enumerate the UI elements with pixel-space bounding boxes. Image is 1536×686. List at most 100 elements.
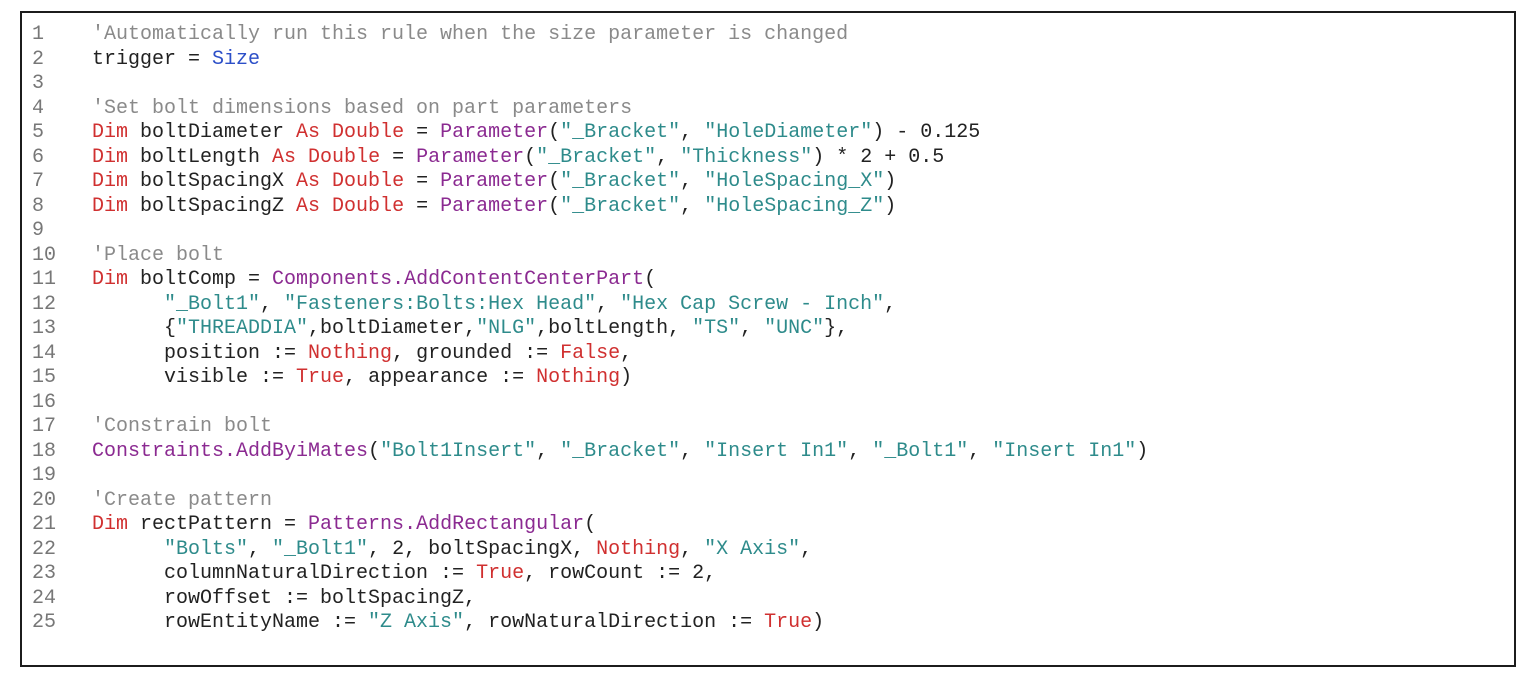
code-token-plain: , xyxy=(596,292,621,316)
code-token-method: Patterns.AddRectangular xyxy=(308,513,585,536)
line-number: 5 xyxy=(32,121,45,144)
line-code: Dim boltComp = Components.AddContentCent… xyxy=(92,268,656,293)
line-code: rowEntityName := "Z Axis", rowNaturalDir… xyxy=(92,611,824,636)
code-token-plain: , rowCount := 2, xyxy=(524,562,717,585)
code-token-plain: position := xyxy=(92,341,309,365)
line-code: "_Bolt1", "Fasteners:Bolts:Hex Head", "H… xyxy=(92,293,896,318)
code-token-plain: , xyxy=(680,439,705,463)
code-token-plain: , appearance := xyxy=(344,366,537,389)
line-number: 11 xyxy=(32,268,57,291)
code-line: 22 "Bolts", "_Bolt1", 2, boltSpacingX, N… xyxy=(22,538,1514,563)
code-token-plain: ( xyxy=(584,513,597,536)
code-token-plain: , xyxy=(800,537,813,561)
code-token-string: "_Bracket" xyxy=(560,194,681,218)
code-token-plain: = xyxy=(404,170,441,193)
code-line: 9 xyxy=(22,219,1514,244)
code-token-keyword: Dim xyxy=(92,513,129,536)
code-token-string: "HoleDiameter" xyxy=(704,121,873,144)
code-token-plain: , xyxy=(680,121,705,144)
code-token-keyword: As Double xyxy=(272,145,381,169)
code-token-string: "X Axis" xyxy=(704,537,801,561)
code-token-plain: ,boltLength, xyxy=(536,317,693,340)
code-token-plain: visible := xyxy=(92,366,297,389)
code-token-keyword: Dim xyxy=(92,145,129,169)
line-number: 18 xyxy=(32,439,57,463)
code-token-plain: ) * 2 + 0.5 xyxy=(812,145,945,169)
code-line: 25 rowEntityName := "Z Axis", rowNatural… xyxy=(22,611,1514,636)
code-token-plain: , xyxy=(884,292,897,316)
code-token-plain: = xyxy=(404,121,441,144)
code-token-plain: , xyxy=(680,537,705,561)
code-token-comment: 'Create pattern xyxy=(92,488,273,512)
code-token-string: "Fasteners:Bolts:Hex Head" xyxy=(284,292,597,316)
code-token-plain: , xyxy=(740,317,765,340)
code-token-comment: 'Set bolt dimensions based on part param… xyxy=(92,96,633,120)
line-code: columnNaturalDirection := True, rowCount… xyxy=(92,562,716,587)
code-token-method: Constraints.AddByiMates xyxy=(92,439,369,463)
line-number: 19 xyxy=(32,464,57,487)
code-token-plain: rectPattern = xyxy=(128,513,309,536)
line-code: 'Automatically run this rule when the si… xyxy=(92,23,848,48)
code-token-plain: ) - 0.125 xyxy=(872,121,981,144)
line-number: 16 xyxy=(32,390,57,414)
code-token-plain: , rowNaturalDirection := xyxy=(464,611,765,634)
line-code: Dim boltSpacingX As Double = Parameter("… xyxy=(92,170,896,195)
code-token-method: Parameter xyxy=(416,145,525,169)
code-token-plain: ( xyxy=(548,121,561,144)
code-line: 24 rowOffset := boltSpacingZ, xyxy=(22,587,1514,612)
code-token-plain: ) xyxy=(884,194,897,218)
code-token-plain: ) xyxy=(812,611,825,634)
code-token-string: "Bolt1Insert" xyxy=(380,439,537,463)
code-token-keyword: Dim xyxy=(92,121,129,144)
code-token-plain: boltSpacingZ xyxy=(128,194,297,218)
code-line: 16 xyxy=(22,391,1514,416)
code-token-plain: boltLength xyxy=(128,145,273,169)
line-code: trigger = Size xyxy=(92,48,260,73)
code-token-string: "Bolts" xyxy=(164,537,249,561)
code-token-string: "_Bracket" xyxy=(560,121,681,144)
code-line: 7 Dim boltSpacingX As Double = Parameter(… xyxy=(22,170,1514,195)
code-token-string: "_Bracket" xyxy=(560,170,681,193)
code-token-string: "_Bolt1" xyxy=(272,537,369,561)
code-token-string: "HoleSpacing_X" xyxy=(704,170,885,193)
code-token-string: "NLG" xyxy=(476,317,537,340)
code-token-plain: ( xyxy=(548,170,561,193)
code-token-literal: True xyxy=(764,611,813,634)
line-number: 6 xyxy=(32,145,45,169)
line-number: 24 xyxy=(32,586,57,610)
code-token-plain: ( xyxy=(524,145,537,169)
code-line: 23 columnNaturalDirection := True, rowCo… xyxy=(22,562,1514,587)
code-line: 1'Automatically run this rule when the s… xyxy=(22,23,1514,48)
code-token-plain: , xyxy=(620,341,633,365)
line-number: 7 xyxy=(32,170,45,193)
code-token-plain: trigger = xyxy=(92,47,213,71)
code-token-string: "HoleSpacing_Z" xyxy=(704,194,885,218)
line-code: {"THREADDIA",boltDiameter,"NLG",boltLeng… xyxy=(92,317,848,342)
code-token-plain: , xyxy=(536,439,561,463)
code-token-plain: rowEntityName := xyxy=(92,611,369,634)
code-token-literal: Nothing xyxy=(596,537,681,561)
code-token-literal: True xyxy=(296,366,345,389)
code-line: 19 xyxy=(22,464,1514,489)
code-token-keyword: As Double xyxy=(296,121,405,144)
line-code: 'Place bolt xyxy=(92,244,224,269)
code-token-keyword: Dim xyxy=(92,268,129,291)
code-token-string: "Z Axis" xyxy=(368,611,465,634)
line-number: 12 xyxy=(32,292,57,316)
code-line: 4'Set bolt dimensions based on part para… xyxy=(22,97,1514,122)
line-code: 'Set bolt dimensions based on part param… xyxy=(92,97,632,122)
code-token-literal: False xyxy=(560,341,621,365)
line-code: visible := True, appearance := Nothing) xyxy=(92,366,632,391)
line-code: 'Constrain bolt xyxy=(92,415,272,440)
code-token-plain: , xyxy=(848,439,873,463)
code-token-comment: 'Constrain bolt xyxy=(92,415,273,438)
line-number: 17 xyxy=(32,415,57,438)
code-token-plain xyxy=(92,538,164,561)
line-code: "Bolts", "_Bolt1", 2, boltSpacingX, Noth… xyxy=(92,538,812,563)
code-token-keyword: As Double xyxy=(296,170,405,193)
code-token-plain: , xyxy=(656,145,681,169)
